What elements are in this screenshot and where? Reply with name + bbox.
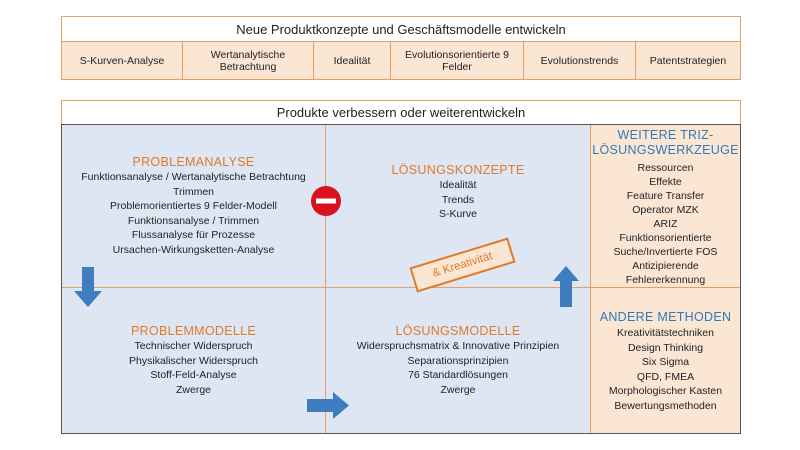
top-cell-evolutionstrends: Evolutionstrends [523,41,636,80]
arrow-down-icon [74,267,102,307]
list-item: S-Kurve [439,208,477,220]
list-item: Design Thinking [627,341,704,354]
weitere-heading-line1: WEITERE TRIZ- [617,128,714,142]
list-item: Effekte [649,176,682,188]
right-column-divider [590,287,740,288]
top-cell-s-kurven: S-Kurven-Analyse [61,41,183,80]
list-item: Funktionsanalyse / Trimmen [127,214,260,227]
right-column [590,125,740,433]
list-item: Trimmen [172,185,215,198]
list-item: Funktionsorientierte [619,232,712,244]
list-item: QFD, FMEA [636,370,695,383]
list-item: Separationsprinzipien [407,354,509,367]
problemanalyse-section: PROBLEMANALYSE Funktionsanalyse / Wertan… [62,155,325,257]
list-item: 76 Standardlösungen [408,369,508,381]
list-item: ARIZ [653,218,678,230]
list-item: Zwerge [440,383,476,396]
problemanalyse-heading: PROBLEMANALYSE [132,155,255,169]
arrow-up-icon [553,266,579,307]
middle-title: Produkte verbessern oder weiterentwickel… [61,100,741,125]
top-cell-wertanalytisch: Wertanalytische Betrachtung [182,41,314,80]
list-item: Kreativitätstechniken [617,327,714,339]
no-entry-icon [311,186,341,216]
list-item: Technischer Widerspruch [134,340,253,352]
list-item: Six Sigma [641,356,690,368]
list-item: Antizipierende [632,260,699,272]
top-title: Neue Produktkonzepte und Geschäftsmodell… [61,16,741,42]
top-cell-idealitaet: Idealität [313,41,391,80]
blue-area [62,125,590,433]
list-item: Operator MZK [632,204,699,216]
weitere-heading: WEITERE TRIZ- LÖSUNGSWERKZEUGE [591,128,740,158]
horizontal-divider [62,287,590,288]
arrow-right-icon [307,392,349,419]
list-item: Physikalischer Widerspruch [129,354,258,367]
top-cell-patentstrategien: Patentstrategien [635,41,741,80]
andere-heading: ANDERE METHODEN [599,310,732,324]
problemmodelle-section: PROBLEMMODELLE Technischer Widerspruch P… [62,324,325,397]
list-item: Funktionsanalyse / Wertanalytische Betra… [81,171,306,183]
list-item: Trends [441,193,475,206]
loesungskonzepte-section: LÖSUNGSKONZEPTE Idealität Trends S-Kurve [326,163,590,222]
list-item: Fehlererkennung [625,274,706,286]
andere-section: ANDERE METHODEN Kreativitätstechniken De… [591,310,740,413]
list-item: Suche/Invertierte FOS [613,246,718,258]
weitere-heading-line2: LÖSUNGSWERKZEUGE [592,143,739,157]
list-item: Feature Transfer [626,190,705,202]
list-item: Problemorientiertes 9 Felder-Modell [110,200,277,212]
list-item: Bewertungsmethoden [614,399,717,412]
list-item: Ressourcen [637,162,694,174]
vertical-divider [325,125,326,433]
list-item: Ursachen-Wirkungsketten-Analyse [112,243,275,256]
list-item: Zwerge [175,383,211,396]
loesungsmodelle-heading: LÖSUNGSMODELLE [395,324,521,338]
loesungsmodelle-section: LÖSUNGSMODELLE Widerspruchsmatrix & Inno… [326,324,590,397]
problemmodelle-heading: PROBLEMMODELLE [130,324,257,338]
weitere-section: WEITERE TRIZ- LÖSUNGSWERKZEUGE Ressource… [591,128,740,287]
list-item: Flussanalyse für Prozesse [131,229,256,241]
list-item: Morphologischer Kasten [608,385,723,397]
top-cell-evolutionsorientiert: Evolutionsorientierte 9 Felder [390,41,524,80]
loesungskonzepte-heading: LÖSUNGSKONZEPTE [391,163,525,177]
list-item: Stoff-Feld-Analyse [150,369,237,381]
list-item: Widerspruchsmatrix & Innovative Prinzipi… [356,340,560,352]
list-item: Idealität [439,179,477,191]
